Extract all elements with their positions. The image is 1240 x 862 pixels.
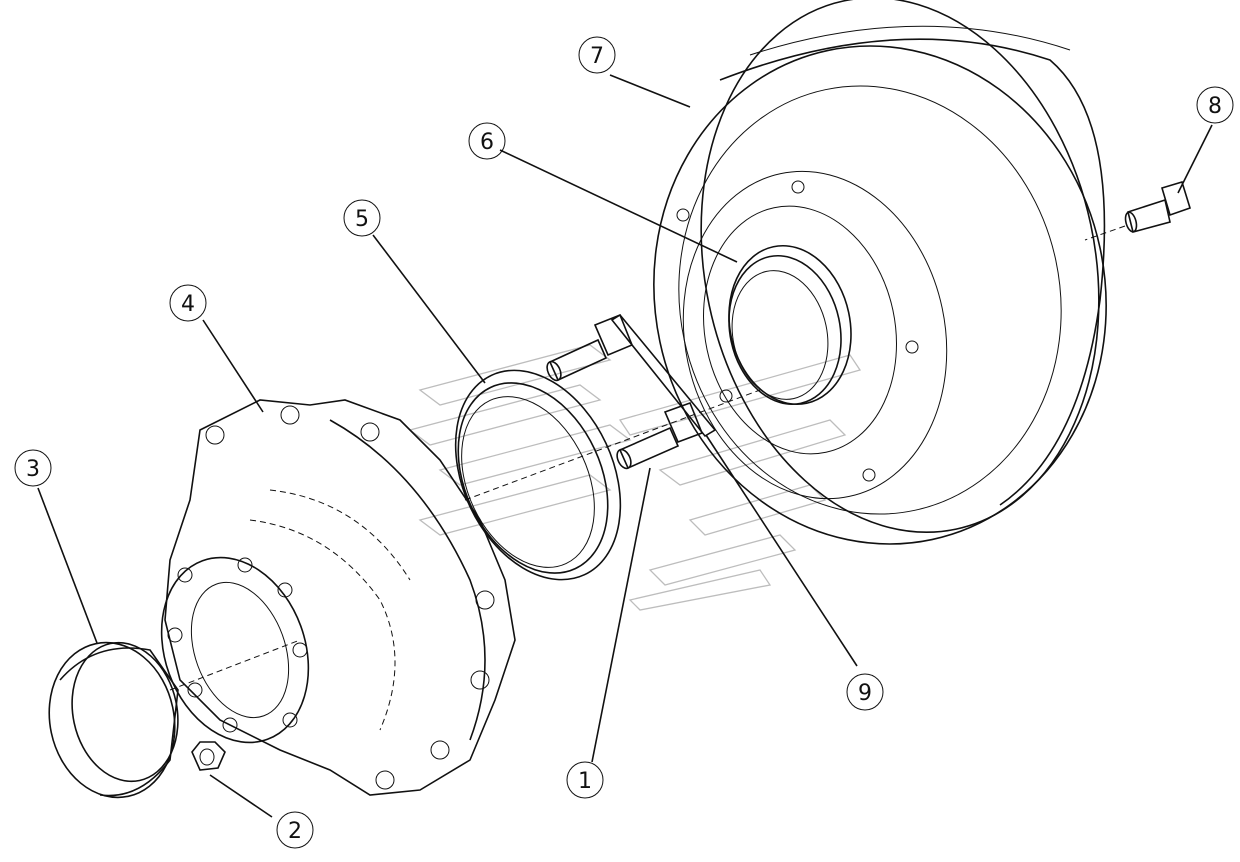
nut <box>191 741 226 771</box>
callout-8: 8 <box>1196 86 1234 124</box>
callout-9-circle <box>846 673 884 711</box>
callout-3: 3 <box>14 449 52 487</box>
bolt <box>1084 181 1191 241</box>
callout-6-circle <box>468 122 506 160</box>
callout-2-circle <box>276 811 314 849</box>
callout-5: 5 <box>343 199 381 237</box>
callout-6: 6 <box>468 122 506 160</box>
callout-8-label: 8 <box>1208 94 1222 119</box>
callout-5-circle <box>343 199 381 237</box>
callout-4-label: 4 <box>181 292 195 317</box>
callout-4-circle <box>169 284 207 322</box>
callout-9-label: 9 <box>858 681 872 706</box>
callout-5-label: 5 <box>355 207 369 232</box>
callout-4: 4 <box>169 284 207 322</box>
callout-1-label: 1 <box>578 769 592 794</box>
watermark-logo <box>408 344 862 611</box>
callout-9: 9 <box>846 673 884 711</box>
wheel-studs <box>546 313 717 470</box>
callout-6-label: 6 <box>480 130 494 155</box>
tone-ring <box>454 369 622 581</box>
callout-3-label: 3 <box>26 457 40 482</box>
callout-2-label: 2 <box>288 819 302 844</box>
callout-1: 1 <box>566 761 604 799</box>
brake-drum <box>653 0 1107 545</box>
callout-7-circle <box>578 36 616 74</box>
wheel-hub <box>160 399 516 796</box>
bearing-ring <box>48 641 179 799</box>
callout-7-label: 7 <box>590 44 604 69</box>
callout-2: 2 <box>276 811 314 849</box>
callout-8-circle <box>1196 86 1234 124</box>
leader-lines <box>37 74 1213 818</box>
seal-ring <box>728 244 852 406</box>
callout-7: 7 <box>578 36 616 74</box>
center-axis <box>464 389 761 501</box>
callout-3-circle <box>14 449 52 487</box>
callout-1-circle <box>566 761 604 799</box>
